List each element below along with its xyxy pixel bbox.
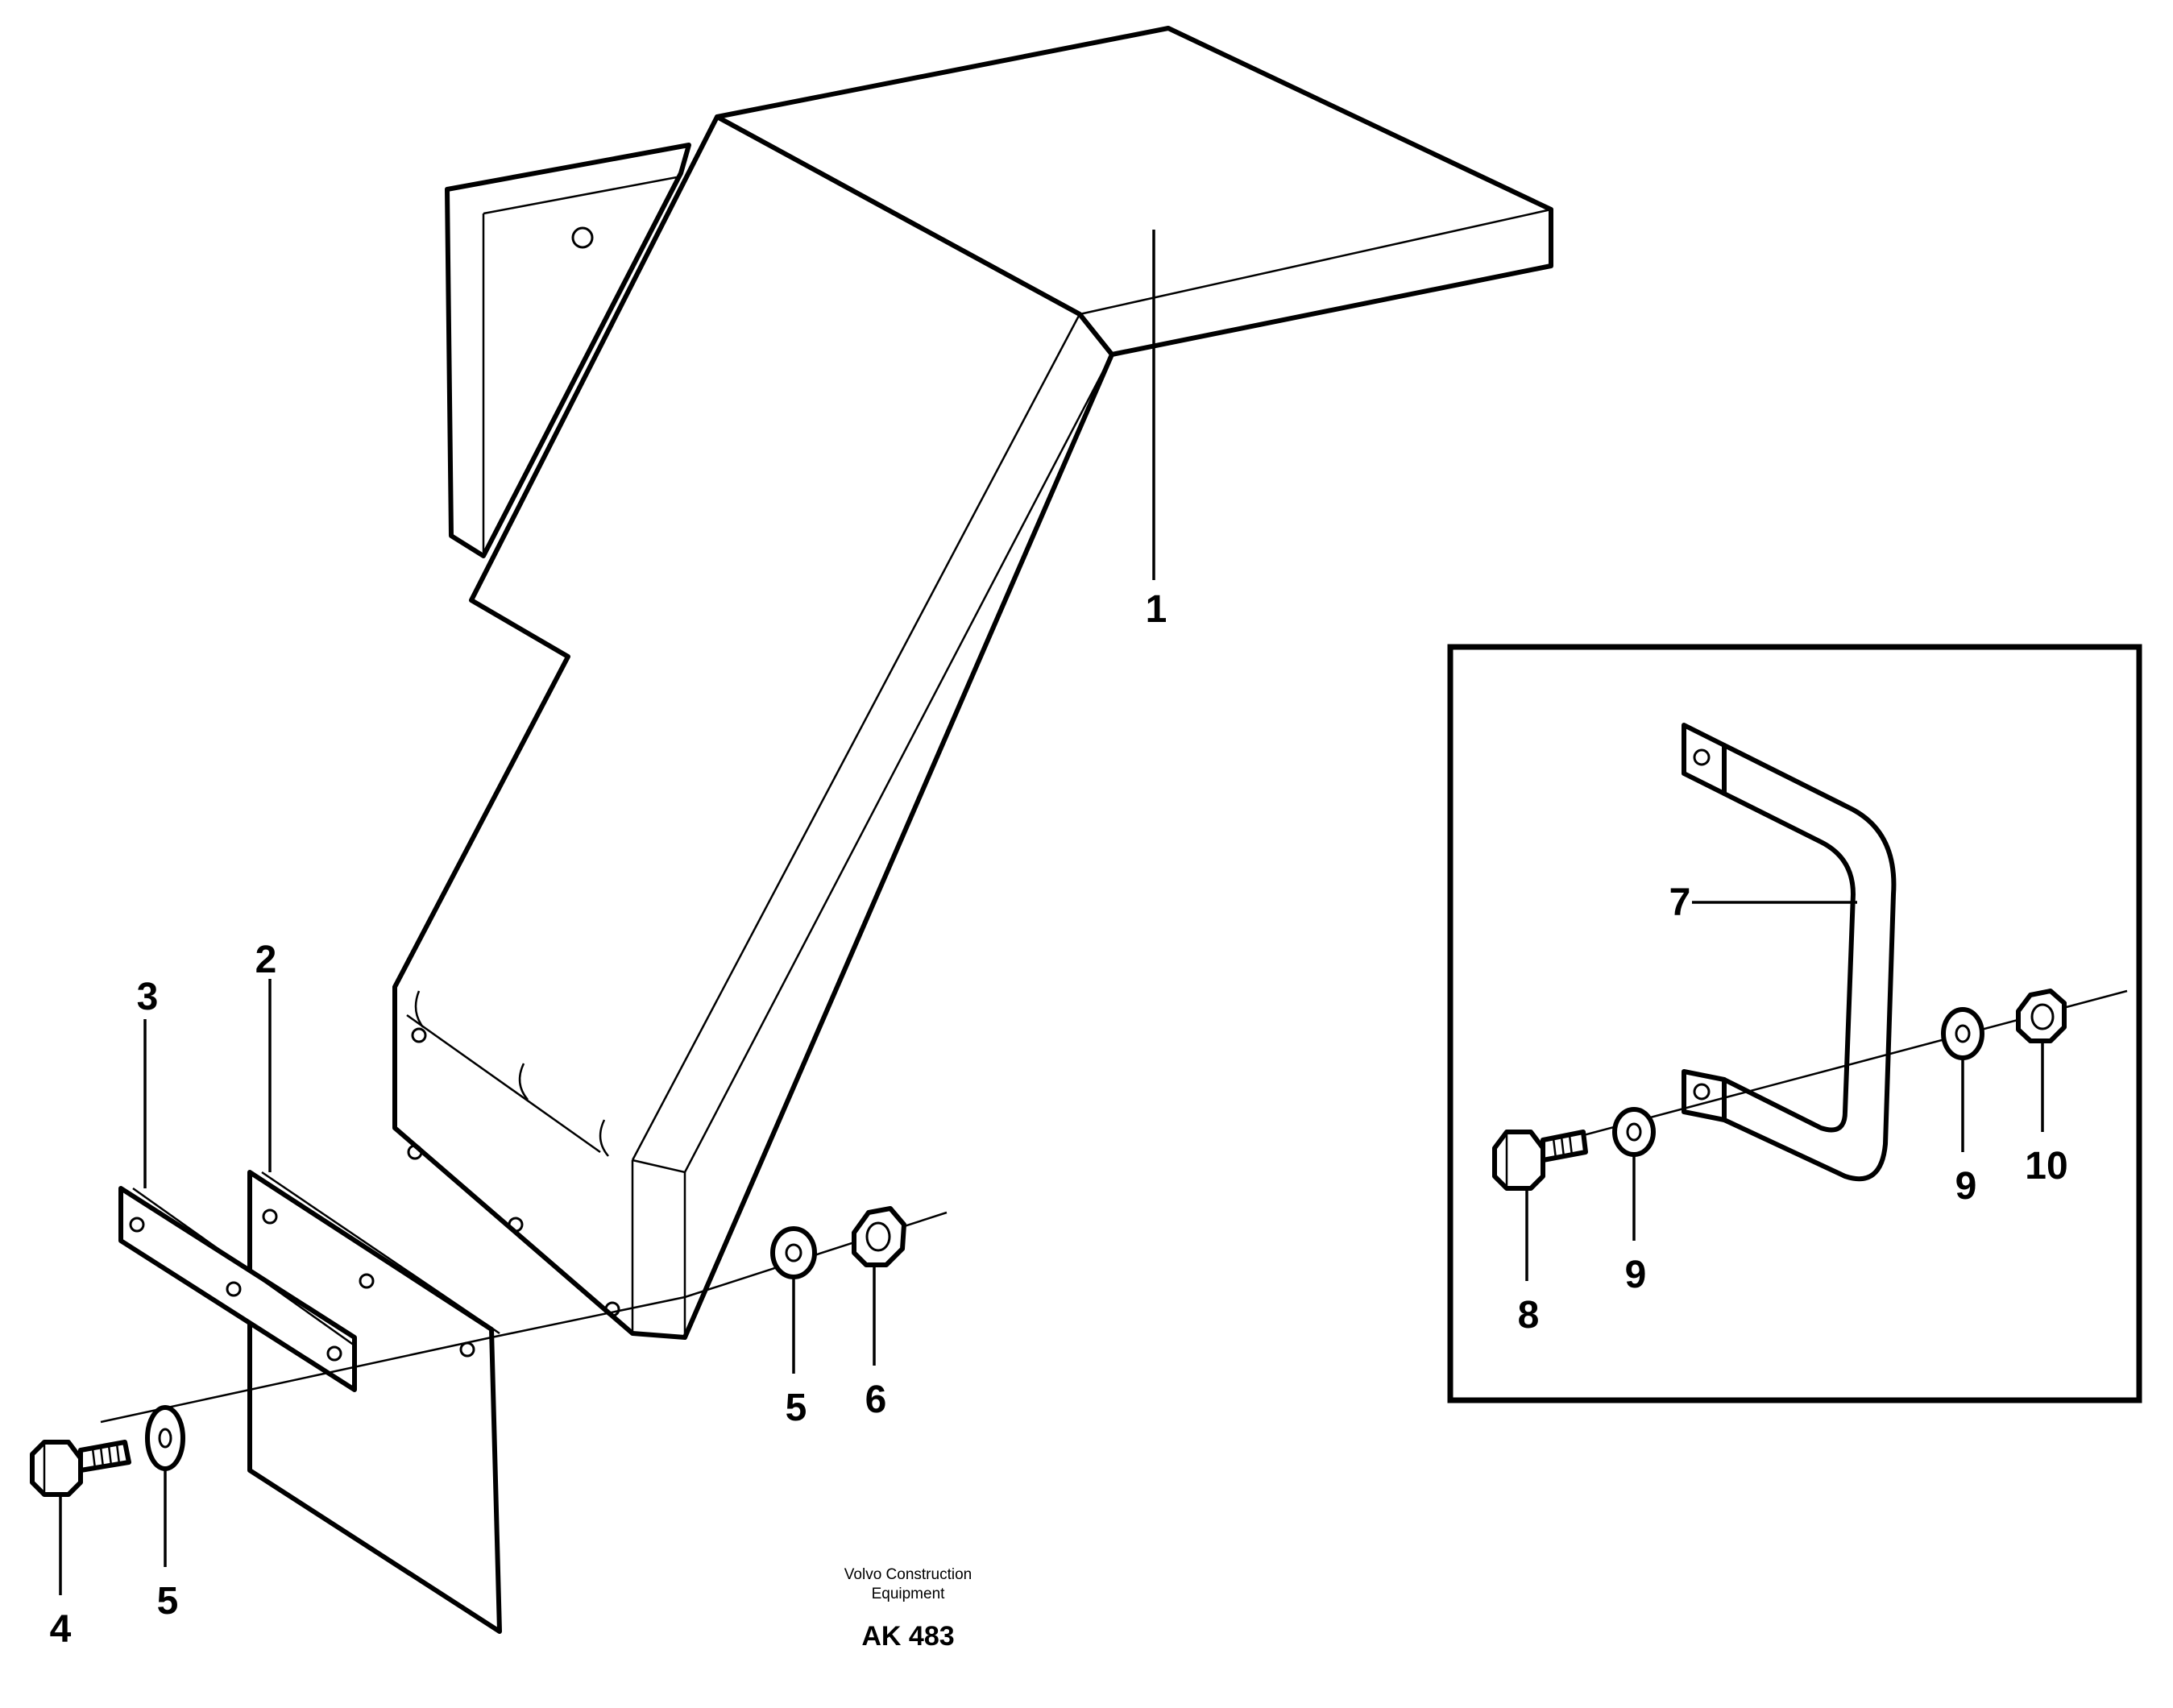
bolt-part-4 (30, 1440, 131, 1497)
callout-6: 6 (865, 1378, 887, 1421)
callout-10: 10 (2025, 1145, 2067, 1188)
washer-part-9-left (1612, 1107, 1656, 1157)
nut-part-6 (852, 1206, 906, 1267)
callout-3: 3 (137, 976, 159, 1018)
publisher-caption: Volvo Construction Equipment AK 483 (844, 1566, 972, 1652)
callout-4: 4 (50, 1608, 72, 1651)
washer-part-5-left (145, 1405, 185, 1471)
callout-2: 2 (255, 939, 277, 981)
callout-7: 7 (1669, 881, 1691, 924)
callout-5-left: 5 (157, 1580, 179, 1623)
callout-5-right: 5 (786, 1387, 807, 1429)
inset-detail-frame (1447, 644, 2142, 1403)
plate-part-2 (247, 1170, 502, 1634)
caption-line-1: Volvo Construction (844, 1566, 972, 1583)
callout-8: 8 (1518, 1294, 1540, 1337)
inset-handle-assembly (1492, 723, 2128, 1281)
callout-9-left: 9 (1625, 1254, 1647, 1296)
washer-part-9-right (1941, 1007, 1984, 1060)
strip-part-3 (118, 1186, 357, 1392)
nut-part-10 (2016, 989, 2067, 1043)
diagram-code: AK 483 (861, 1621, 954, 1652)
callout-1: 1 (1146, 588, 1167, 631)
handle-part-7 (1682, 723, 1897, 1182)
washer-part-5-right (770, 1226, 817, 1279)
bolt-part-8 (1492, 1130, 1588, 1191)
leader-lines (59, 230, 1155, 1595)
fender-cover-part-1 (392, 26, 1553, 1340)
callout-9-right: 9 (1955, 1165, 1977, 1208)
caption-line-2: Equipment (872, 1586, 946, 1602)
